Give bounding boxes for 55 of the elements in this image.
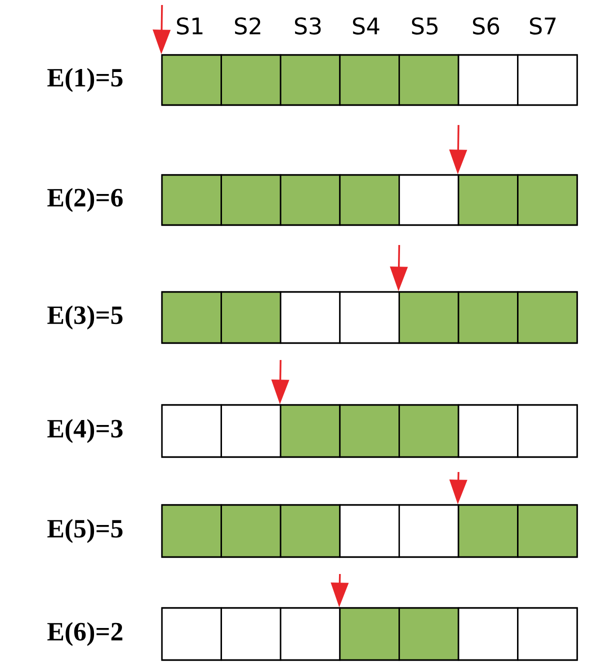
- column-label: S6: [473, 17, 500, 35]
- cell: [339, 174, 400, 226]
- cell: [458, 54, 518, 106]
- column-label: S3: [295, 17, 321, 35]
- cell: [398, 607, 460, 661]
- cell: [458, 607, 518, 661]
- cell: [280, 291, 341, 344]
- cell: [517, 291, 578, 344]
- cell: [339, 504, 400, 558]
- cell: [517, 174, 578, 226]
- node-label: E(5)=5: [47, 519, 122, 543]
- cell: [517, 404, 578, 458]
- cell: [398, 404, 460, 458]
- cell: [398, 504, 460, 558]
- node-label: E(1)=5: [47, 68, 122, 92]
- cell: [280, 404, 341, 458]
- cell: [517, 54, 578, 106]
- cell: [339, 404, 400, 458]
- column-label: S1: [177, 17, 202, 35]
- column-label: S2: [235, 17, 260, 35]
- cell: [398, 174, 460, 226]
- cell: [517, 504, 578, 558]
- cell: [398, 54, 460, 106]
- cell: [339, 607, 400, 661]
- cell: [161, 54, 222, 106]
- node-label: E(4)=3: [47, 419, 123, 443]
- cell: [220, 174, 282, 226]
- column-label: S4: [353, 17, 380, 35]
- cell: [220, 607, 282, 661]
- cell: [280, 607, 341, 661]
- cell: [161, 607, 222, 661]
- cell: [280, 54, 341, 106]
- cell: [220, 291, 282, 344]
- cell: [220, 504, 282, 558]
- column-label: S5: [412, 17, 438, 35]
- cell: [339, 54, 400, 106]
- cell: [220, 54, 282, 106]
- cell: [280, 174, 341, 226]
- cell: [339, 291, 400, 344]
- cell: [220, 404, 282, 458]
- node-label: E(3)=5: [47, 306, 122, 330]
- column-label: S7: [530, 17, 556, 35]
- cell: [458, 504, 518, 558]
- cell: [161, 504, 222, 558]
- cell: [517, 607, 578, 661]
- cell: [398, 291, 460, 344]
- cell: [458, 174, 518, 226]
- node-label: E(6)=2: [47, 622, 122, 646]
- cell: [161, 291, 222, 344]
- cell: [161, 404, 222, 458]
- node-label: E(2)=6: [47, 188, 123, 212]
- cell: [280, 504, 341, 558]
- cell: [458, 404, 518, 458]
- cell: [458, 291, 518, 344]
- cell: [161, 174, 222, 226]
